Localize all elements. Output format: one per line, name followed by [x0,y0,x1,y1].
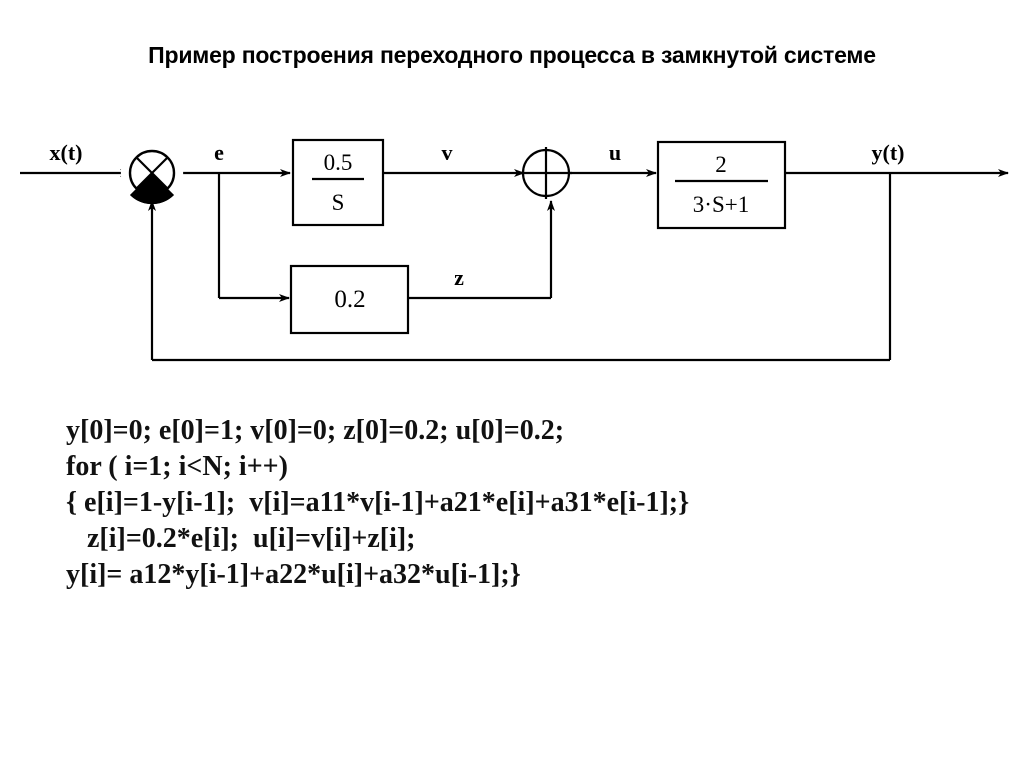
integrator-denominator: S [332,190,345,215]
summing-junction-1 [120,141,184,205]
label-signal-u: u [609,140,621,165]
page-title: Пример построения переходного процесса в… [148,42,876,68]
code-line: y[0]=0; e[0]=1; v[0]=0; z[0]=0.2; u[0]=0… [66,415,565,446]
code-line: y[i]= a12*y[i-1]+a22*u[i]+a32*u[i-1];} [66,559,521,590]
code-line: z[i]=0.2*e[i]; u[i]=v[i]+z[i]; [66,523,416,554]
gain-value: 0.2 [334,286,365,313]
label-signal-e: e [214,140,224,165]
plant-denominator: 3·S+1 [693,192,749,217]
integrator-numerator: 0.5 [324,150,353,175]
label-signal-v: v [442,140,453,165]
block-plant: 2 3·S+1 [656,140,787,230]
label-input-xt: x(t) [50,140,83,165]
label-output-yt: y(t) [872,140,905,165]
plant-numerator: 2 [715,152,727,177]
summing-junction-2 [520,147,572,199]
block-diagram: 0.5 S 2 3·S+1 0.2 x(t) e v u z y(t) [20,138,1009,362]
label-signal-z: z [454,265,464,290]
block-integrator: 0.5 S [291,138,385,227]
pseudocode-block: y[0]=0; e[0]=1; v[0]=0; z[0]=0.2; u[0]=0… [66,413,1024,593]
code-line: for ( i=1; i<N; i++) [66,451,288,482]
code-line: { e[i]=1-y[i-1]; v[i]=a11*v[i-1]+a21*e[i… [66,487,690,518]
block-feedforward-gain: 0.2 [289,264,410,335]
